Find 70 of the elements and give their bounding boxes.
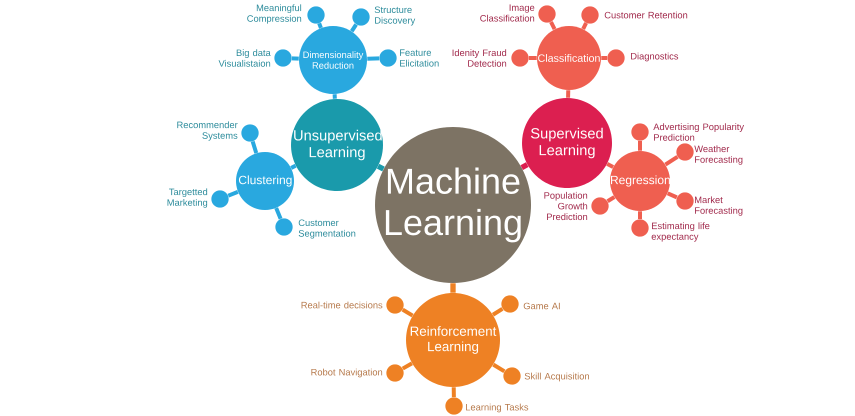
dot [352, 8, 370, 26]
dot [591, 197, 609, 215]
node-label: Real-time decisions [302, 302, 382, 308]
node-label: Customer Retention [604, 12, 688, 18]
connector [376, 164, 385, 172]
connector [402, 308, 414, 318]
node-label: Estimating life expectancy [652, 222, 710, 242]
node-label: Idenity Fraud Detection [452, 49, 506, 67]
dot [275, 218, 293, 236]
connector [638, 211, 642, 220]
connector [528, 56, 537, 60]
connector [581, 22, 588, 30]
dot [386, 364, 404, 382]
dot [538, 5, 556, 23]
connector [402, 362, 413, 370]
connector [566, 90, 570, 98]
dot [379, 49, 397, 67]
connector [367, 56, 380, 61]
dot [607, 49, 625, 67]
node-label: Weather Forecasting [694, 145, 742, 165]
node-label: Skill Acquisition [524, 372, 589, 382]
connector [250, 140, 258, 154]
connector [638, 140, 642, 151]
connector [606, 162, 614, 169]
node-label: Structure Discovery [374, 6, 416, 26]
connector [520, 162, 529, 170]
node-label: Game AI [524, 302, 560, 310]
connector [664, 155, 679, 166]
node-label: Learning Tasks [466, 404, 528, 412]
dot [631, 219, 649, 237]
connector [228, 190, 239, 198]
connector [492, 307, 504, 316]
connector [450, 283, 456, 293]
dot [445, 397, 463, 415]
dot [676, 143, 694, 161]
node-label: Diagnostics [631, 52, 678, 62]
dot [241, 124, 259, 142]
connector [666, 191, 678, 200]
connector [350, 23, 358, 32]
node-label: Robot Navigation [311, 368, 382, 378]
dot [274, 49, 292, 67]
node-label: Market Forecasting [695, 196, 742, 216]
connector [274, 207, 282, 220]
connector [290, 164, 297, 170]
dot [511, 49, 529, 67]
connector [292, 56, 299, 61]
connector [601, 56, 608, 60]
node-label: Advertising Popularity Prediction [653, 123, 744, 141]
dot [307, 6, 325, 24]
dot [211, 190, 229, 208]
dot [503, 367, 521, 385]
dot [581, 6, 599, 24]
connector [332, 94, 337, 99]
connector [549, 21, 556, 30]
node-label: Image Classification [480, 4, 534, 22]
connector [606, 195, 616, 203]
node-label: Big data Visualistaion [218, 49, 271, 67]
dot [631, 123, 649, 141]
dot [501, 295, 519, 313]
connector [317, 22, 323, 29]
node-label: Population Growth Prediction [544, 192, 588, 220]
node-label: Feature Elicitation [400, 49, 439, 67]
node-label: Customer Segmentation [298, 219, 356, 239]
dot [676, 192, 694, 210]
node-label: Targetted Marketing [168, 188, 208, 208]
node-label: Recommender Systems [177, 121, 238, 141]
node-label: Meaningful Compression [247, 4, 302, 24]
dot [386, 296, 404, 314]
connector [492, 362, 506, 374]
connector [452, 387, 456, 398]
